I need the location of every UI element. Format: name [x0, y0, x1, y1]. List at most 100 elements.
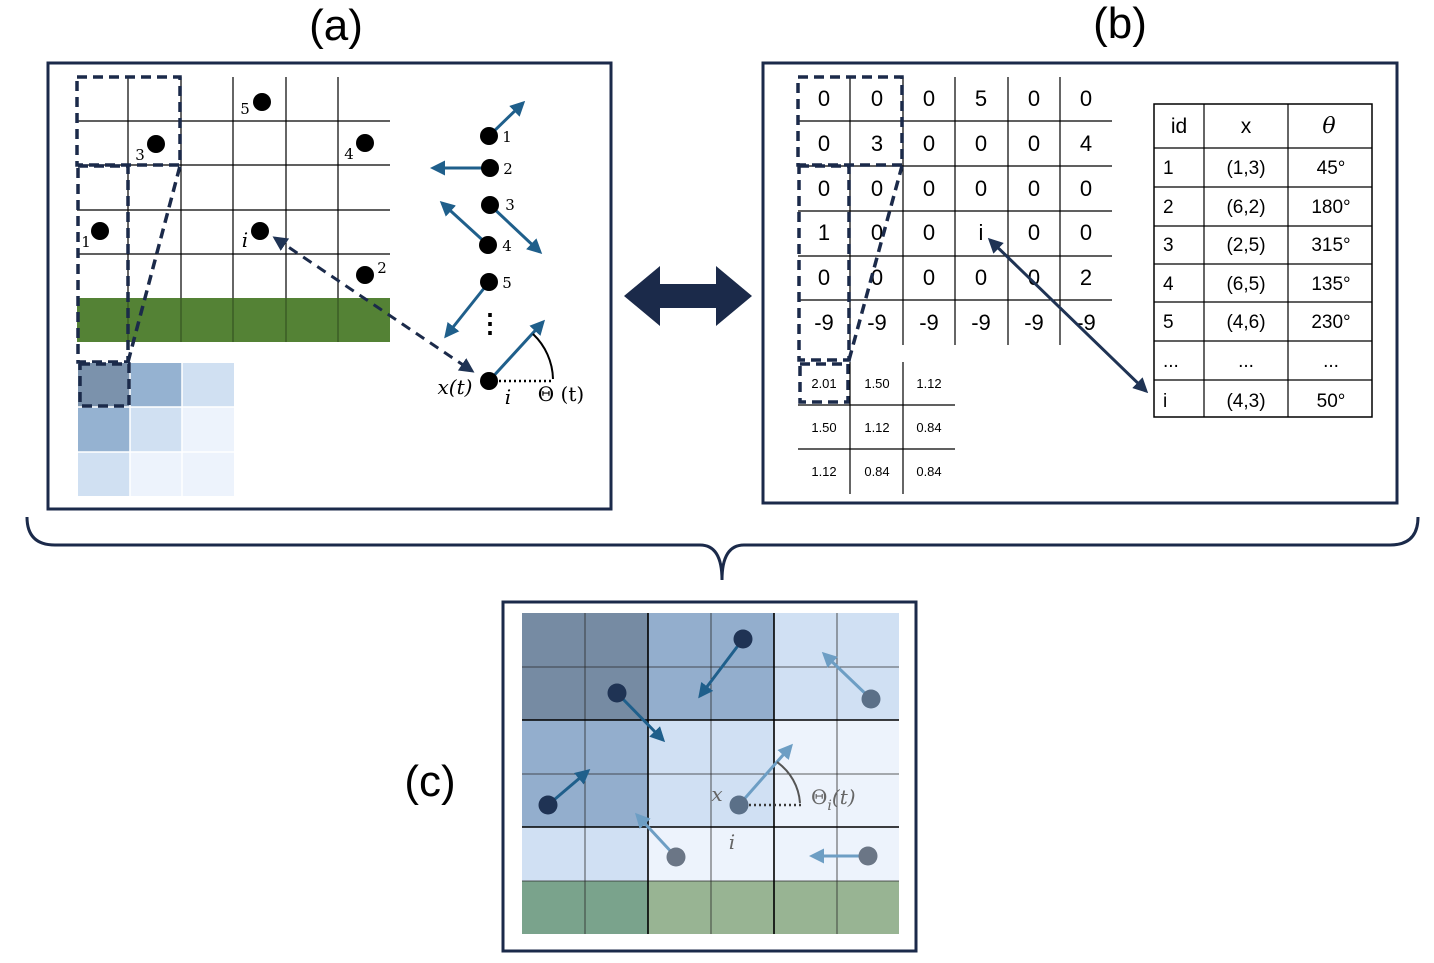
table-cell: (6,2): [1226, 197, 1265, 218]
table-cell: 5: [1163, 312, 1174, 333]
arrow-id: 1: [502, 128, 512, 146]
particle-dot: [481, 159, 499, 177]
particle-dot: [480, 372, 498, 390]
grid-cell: 0: [923, 131, 935, 156]
table-cell: (1,3): [1226, 158, 1265, 179]
field-cell: 1.12: [811, 464, 836, 479]
particle-dot: [729, 795, 749, 815]
grid-cell: 4: [1080, 131, 1092, 156]
grid-cell: 0: [871, 176, 883, 201]
direction-arrow: [698, 638, 745, 699]
grid-cell: 0: [871, 86, 883, 111]
particle-dot: [147, 135, 165, 153]
panel-b-grid-lines: [798, 77, 1112, 345]
table-cell: ...: [1163, 351, 1179, 372]
ellipsis-icon: ⋮: [477, 308, 503, 338]
table-cell: 2: [1163, 197, 1174, 218]
grid-cell: 0: [923, 220, 935, 245]
panel-c: x i Θi(t): [501, 600, 918, 953]
direction-arrow: [444, 281, 491, 339]
field-cell: 1.12: [864, 420, 889, 435]
grid-cell: -9: [919, 310, 939, 335]
grid-cell: 3: [871, 131, 883, 156]
panel-b-connector: [987, 237, 1149, 394]
field-cell: 0.84: [916, 464, 941, 479]
grid-cell: 0: [1080, 86, 1092, 111]
panel-c-label: (c): [404, 757, 455, 806]
field-cell: 1.50: [811, 420, 836, 435]
particle-dot: [481, 196, 499, 214]
table-header: x: [1241, 115, 1252, 138]
panel-c-particles: x i Θi(t): [538, 629, 881, 867]
position-label: x(t): [438, 375, 473, 399]
table-cell: (4,3): [1226, 391, 1265, 412]
direction-arrow: [634, 812, 678, 859]
angle-label: Θ (t): [538, 382, 584, 406]
grouping-bracket: [25, 516, 1420, 581]
table-cell: 230°: [1311, 312, 1350, 333]
direction-arrow: [439, 200, 490, 247]
particle-dot: [538, 795, 558, 815]
particle-dot: [480, 127, 498, 145]
table-cell: 315°: [1311, 235, 1350, 256]
grid-cell: 0: [818, 86, 830, 111]
panel-a: 5 3 4 1 i 2 1 2 3 4 5 ⋮: [46, 61, 613, 511]
panel-c-field-background: [522, 613, 899, 934]
table-cell: 3: [1163, 235, 1174, 256]
particle-label: 2: [377, 259, 387, 277]
grid-cell: 0: [1080, 220, 1092, 245]
field-cell: 1.12: [916, 376, 941, 391]
grid-cell: 0: [1028, 176, 1040, 201]
grid-cell: 0: [923, 265, 935, 290]
angle-arc: [776, 761, 801, 804]
arrow-id: 4: [502, 237, 512, 255]
table-cell: 50°: [1317, 391, 1346, 412]
particle-dot: [733, 629, 753, 649]
grid-cell: 0: [923, 86, 935, 111]
particle-label: i: [242, 228, 248, 252]
particle-dot: [251, 222, 269, 240]
table-cell: ...: [1238, 351, 1254, 372]
grid-cell: 0: [1028, 220, 1040, 245]
grid-cell: 0: [1028, 86, 1040, 111]
table-header: θ: [1322, 114, 1335, 139]
particle-dot: [861, 689, 881, 709]
particle-dot: [479, 236, 497, 254]
particle-label: 4: [344, 145, 354, 163]
particle-dot: [253, 93, 271, 111]
grid-cell: 0: [1080, 176, 1092, 201]
panel-c-frame: [501, 600, 918, 953]
panel-a-frame: [46, 61, 613, 511]
grid-cell: 0: [975, 176, 987, 201]
field-cell: 2.01: [811, 376, 836, 391]
field-cell: 1.50: [864, 376, 889, 391]
grid-cell: 1: [818, 220, 830, 245]
grid-cell: -9: [867, 310, 887, 335]
table-cell: 4: [1163, 274, 1174, 295]
angle-arc: [532, 333, 554, 380]
panel-b-label: (b): [1093, 0, 1147, 48]
particle-label: 1: [81, 233, 91, 251]
particle-dot: [607, 683, 627, 703]
grid-cell: 0: [871, 265, 883, 290]
grid-cell: 0: [818, 176, 830, 201]
particle-label: i: [505, 385, 511, 409]
table-cell: 45°: [1317, 158, 1346, 179]
grid-cell: 2: [1080, 265, 1092, 290]
particle-label: 3: [135, 146, 145, 164]
panel-a-connector: [272, 236, 475, 373]
particle-dot: [91, 222, 109, 240]
particle-dot: [356, 134, 374, 152]
table-cell: 1: [1163, 158, 1174, 179]
particle-dot: [356, 266, 374, 284]
table-header: id: [1171, 115, 1187, 138]
panel-a-arrow-list: 1 2 3 4 5 ⋮ x(t) i Θ (t): [430, 100, 584, 409]
direction-arrow: [737, 743, 793, 806]
panel-a-field-grid: [78, 362, 234, 496]
grid-cell: 0: [975, 265, 987, 290]
grid-cell: -9: [1024, 310, 1044, 335]
panel-a-label: (a): [309, 1, 363, 50]
